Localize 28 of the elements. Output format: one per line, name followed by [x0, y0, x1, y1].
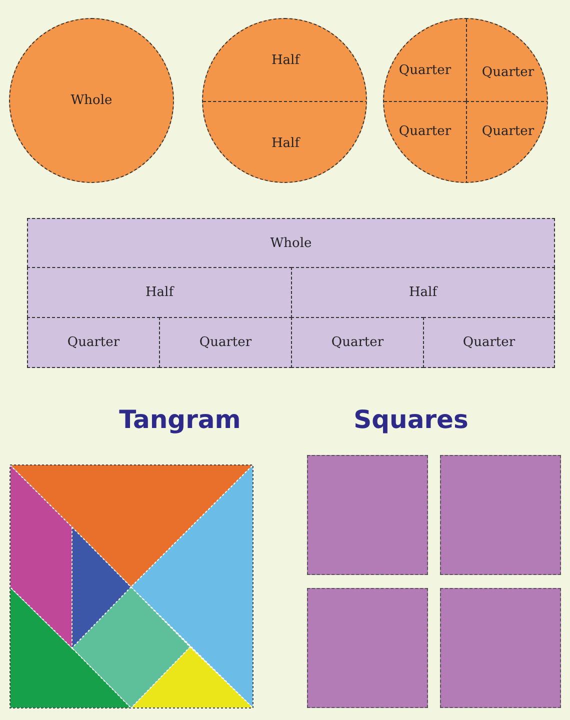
fraction-label: Whole: [270, 236, 312, 250]
fraction-label: Half: [145, 285, 174, 300]
fraction-bar-cell: [27, 267, 292, 318]
fraction-bar-cell: [27, 317, 160, 368]
fraction-label: Quarter: [482, 124, 534, 138]
square-shape: [307, 455, 428, 575]
fraction-label: Quarter: [398, 124, 452, 138]
fraction-bar-cell: [159, 317, 292, 368]
section-title: Tangram: [119, 405, 241, 434]
fraction-bar-cell: [423, 317, 555, 368]
square-shape: [440, 455, 561, 575]
section-title: Squares: [354, 405, 468, 434]
fraction-bar-cell: [27, 218, 555, 268]
square-shape: [307, 588, 428, 708]
fraction-label: Quarter: [462, 335, 516, 350]
fraction-label: Quarter: [67, 335, 120, 350]
fraction-bar-cell: [291, 267, 555, 318]
fraction-label: Quarter: [482, 64, 534, 80]
fraction-label: Quarter: [199, 335, 252, 350]
fraction-label: Half: [271, 52, 300, 68]
fraction-bar-cell: [291, 317, 424, 368]
fraction-label: Half: [408, 285, 438, 300]
circle-segment: [466, 101, 547, 182]
fraction-label: Whole: [70, 93, 112, 108]
fraction-label: Quarter: [331, 335, 384, 350]
fraction-label: Half: [271, 136, 300, 150]
square-shape: [440, 588, 561, 708]
fraction-label: Quarter: [398, 62, 452, 78]
